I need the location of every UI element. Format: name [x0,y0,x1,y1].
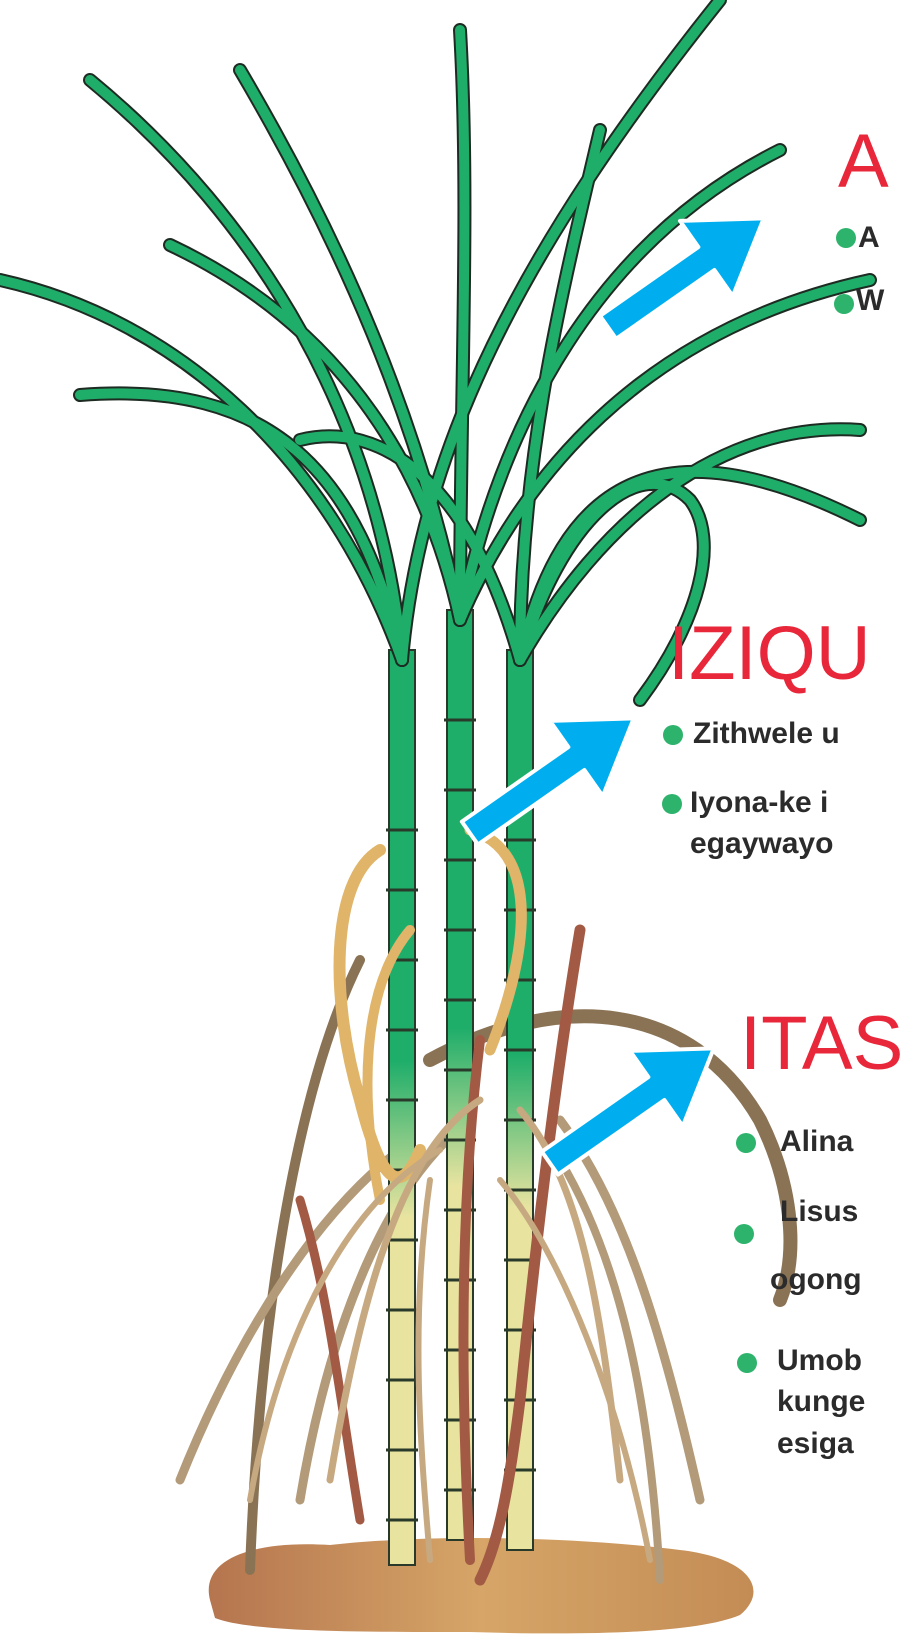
heading-trash: ITAS [740,1006,903,1082]
bullet-dot [834,294,854,314]
heading-stalk: IZIQU [668,616,871,692]
trash-bullet-3-line-2: kunge [777,1384,865,1420]
leaves-bullet-2-line-1: W [856,283,884,319]
stalk-bullet-1-line-1: Zithwele u [693,716,840,752]
stalk-bullet-2-line-1: Iyona-ke i [690,785,828,821]
stalk-bullet-2-line-2: egaywayo [690,826,833,862]
trash-bullet-2-line-2: ogong [770,1262,862,1298]
trash-bullet-3-line-3: esiga [777,1426,854,1462]
bullet-dot [734,1224,754,1244]
trash-bullet-3-line-1: Umob [777,1343,862,1379]
bullet-dot [662,794,682,814]
bullet-dot [737,1353,757,1373]
heading-leaves: A [838,124,889,200]
bullet-dot [736,1133,756,1153]
green-leaves [0,0,870,700]
arrow-icon-stalk [444,681,661,871]
trash-bullet-1-line-1: Alina [780,1124,853,1160]
bullet-dot [663,725,683,745]
bullet-dot [836,228,856,248]
trash-bullet-2-line-1: Lisus [780,1194,858,1230]
leaves-bullet-1-line-1: A [858,220,880,256]
soil-mound [209,1538,754,1633]
